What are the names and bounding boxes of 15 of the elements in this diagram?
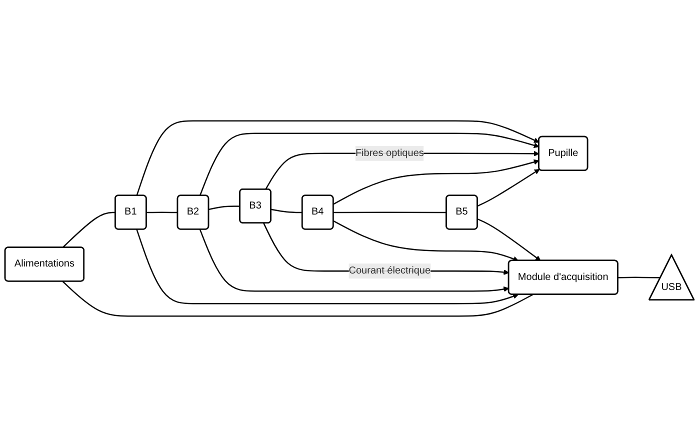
arrow [333, 159, 540, 205]
connector [62, 212, 116, 248]
connector [618, 276, 661, 278]
edge-label: Fibres optiques [355, 148, 424, 158]
connector [333, 212, 447, 214]
connector [146, 212, 178, 214]
arrow [477, 218, 541, 261]
arrow [136, 229, 519, 304]
connector [271, 208, 302, 214]
edge-label: Courant électrique [348, 265, 431, 276]
arrow [477, 169, 540, 207]
connector [62, 280, 534, 317]
arrow [333, 220, 519, 262]
arrow [199, 229, 510, 292]
connector [208, 206, 240, 210]
